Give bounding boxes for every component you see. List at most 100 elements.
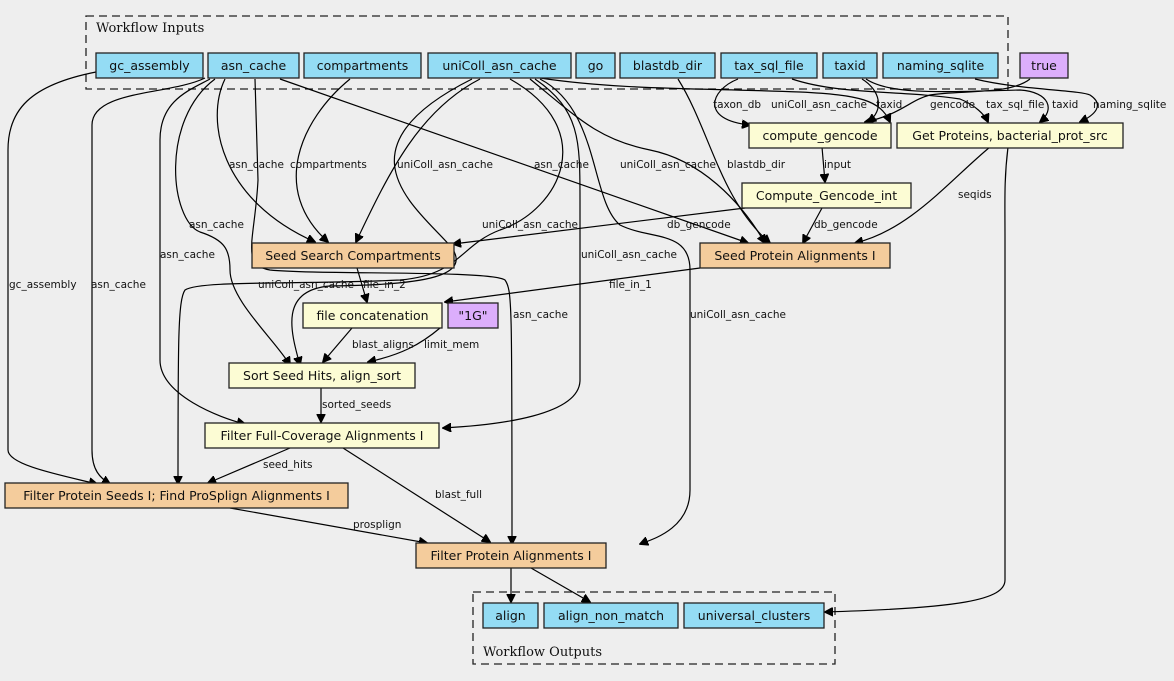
edge-label: uniColl_asn_cache: [258, 279, 354, 291]
edge-filter_full-filter_protein: [342, 447, 490, 542]
edge-gc_assembly: [7, 71, 97, 484]
edge-seed_search-file_concat: [356, 267, 367, 302]
edge-true-compute_gencode: [865, 78, 1031, 122]
svg-text:gc_assembly: gc_assembly: [109, 58, 190, 73]
node-seed_protein[interactable]: Seed Protein Alignments I: [699, 242, 891, 269]
svg-text:Filter Full-Coverage Alignment: Filter Full-Coverage Alignments I: [221, 428, 424, 443]
svg-text:Sort Seed Hits, align_sort: Sort Seed Hits, align_sort: [243, 368, 401, 383]
nodes: gc_assembly asn_cache compartments uniCo…: [4, 52, 1124, 629]
node-align[interactable]: align: [482, 602, 539, 629]
edge-label: seqids: [958, 189, 992, 201]
edge-label: blastdb_dir: [727, 159, 786, 171]
node-asn_cache[interactable]: asn_cache: [207, 52, 300, 79]
node-1G-constant[interactable]: "1G": [447, 302, 499, 329]
node-compartments[interactable]: compartments: [303, 52, 422, 79]
svg-text:"1G": "1G": [458, 308, 487, 323]
node-naming_sqlite[interactable]: naming_sqlite: [882, 52, 999, 79]
edge-1G-sort_seed: [368, 327, 441, 362]
edge-int-seed_protein: [803, 207, 823, 243]
edge-uniColl-seed_search: [356, 78, 481, 242]
node-compute_gencode[interactable]: compute_gencode: [748, 122, 892, 149]
edge-label: file_in_2: [363, 279, 406, 291]
edge-uniColl-filter_protein: [539, 78, 691, 544]
svg-text:compartments: compartments: [317, 58, 409, 73]
node-seed_search[interactable]: Seed Search Compartments: [251, 242, 455, 269]
edge-label: blast_full: [435, 489, 482, 501]
edge-label: limit_mem: [424, 339, 479, 351]
edge-label: asn_cache: [160, 249, 215, 261]
edge-file_concat-sort_seed: [323, 327, 353, 362]
node-gc_assembly[interactable]: gc_assembly: [95, 52, 204, 79]
node-file_concatenation[interactable]: file concatenation: [302, 302, 443, 329]
edge-label: uniColl_asn_cache: [397, 159, 493, 171]
svg-text:file concatenation: file concatenation: [316, 308, 428, 323]
edge-label: sorted_seeds: [322, 399, 391, 411]
edge-label: compartments: [290, 159, 367, 171]
edge-label: uniColl_asn_cache: [581, 249, 677, 261]
node-true-constant[interactable]: true: [1019, 52, 1069, 79]
svg-text:universal_clusters: universal_clusters: [698, 608, 810, 623]
cluster-workflow-inputs: Workflow Inputs: [85, 15, 1009, 90]
svg-text:compute_gencode: compute_gencode: [762, 128, 877, 143]
edge-get_proteins-seed_protein: [855, 146, 991, 243]
edge-label: asn_cache: [513, 309, 568, 321]
edge-label: taxid: [1052, 99, 1078, 111]
node-tax_sql_file[interactable]: tax_sql_file: [720, 52, 818, 79]
node-compute_gencode_int[interactable]: Compute_Gencode_int: [741, 182, 912, 209]
edge-blastdb_dir: [677, 78, 770, 243]
edge-label: db_gencode: [814, 219, 878, 231]
node-filter_protein_seeds[interactable]: Filter Protein Seeds I; Find ProSplign A…: [4, 482, 349, 509]
svg-text:uniColl_asn_cache: uniColl_asn_cache: [442, 58, 557, 73]
edge-naming_sqlite: [974, 78, 1098, 122]
edge-compartments: [295, 78, 351, 242]
edge-label: asn_cache: [189, 219, 244, 231]
svg-text:Filter Protein Alignments I: Filter Protein Alignments I: [431, 548, 592, 563]
edge-label: db_gencode: [667, 219, 731, 231]
edge-label: gencode: [930, 99, 975, 111]
edge-int-seed_search: [453, 207, 746, 244]
edge-filter_protein-align_non_match: [530, 567, 590, 602]
cluster-label-inputs: Workflow Inputs: [96, 21, 204, 36]
svg-text:naming_sqlite: naming_sqlite: [897, 58, 985, 73]
node-get_proteins[interactable]: Get Proteins, bacterial_prot_src: [896, 122, 1124, 149]
node-uniColl_asn_cache[interactable]: uniColl_asn_cache: [427, 52, 572, 79]
edge-get_proteins-universal_clusters: [825, 146, 1009, 612]
edge-label: taxid: [876, 99, 902, 111]
edge-label: prosplign: [353, 519, 401, 531]
edge-filter_full-filter_seeds: [208, 447, 291, 483]
node-universal_clusters[interactable]: universal_clusters: [683, 602, 825, 629]
edge-label: uniColl_asn_cache: [482, 219, 578, 231]
node-filter_protein_alignments[interactable]: Filter Protein Alignments I: [415, 542, 607, 569]
edge-tax_sql_file-get_proteins: [791, 78, 988, 122]
svg-text:Seed Search Compartments: Seed Search Compartments: [265, 248, 441, 263]
edge-label: file_in_1: [609, 279, 652, 291]
node-filter_full_coverage[interactable]: Filter Full-Coverage Alignments I: [204, 422, 440, 449]
edge-taxid-get_proteins: [865, 78, 1048, 122]
cluster-workflow-outputs: Workflow Outputs: [472, 591, 836, 665]
node-blastdb_dir[interactable]: blastdb_dir: [619, 52, 716, 79]
svg-text:true: true: [1031, 58, 1057, 73]
node-sort_seed_hits[interactable]: Sort Seed Hits, align_sort: [228, 362, 416, 389]
node-align_non_match[interactable]: align_non_match: [543, 602, 679, 629]
node-taxid[interactable]: taxid: [822, 52, 878, 79]
svg-text:go: go: [588, 58, 604, 73]
svg-text:asn_cache: asn_cache: [221, 58, 287, 73]
node-go[interactable]: go: [575, 52, 616, 79]
svg-text:Seed Protein Alignments I: Seed Protein Alignments I: [714, 248, 875, 263]
edge-label: uniColl_asn_cache: [771, 99, 867, 111]
edge-asn_cache-seed_protein: [279, 78, 748, 243]
svg-text:Filter Protein Seeds I; Find P: Filter Protein Seeds I; Find ProSplign A…: [23, 488, 330, 503]
edge-seed_protein-file_concat: [445, 267, 701, 302]
edge-label: tax_sql_file: [986, 99, 1044, 111]
cluster-label-outputs: Workflow Outputs: [483, 645, 602, 660]
edge-label: blast_aligns: [352, 339, 414, 351]
edge-asn_cache-sort_seed: [175, 78, 290, 365]
edge-compute_gencode-int: [822, 146, 825, 182]
edge-label: uniColl_asn_cache: [690, 309, 786, 321]
edge-asn_cache-filter_seeds: [91, 77, 206, 484]
edge-uniColl-filter_full: [443, 78, 581, 428]
svg-text:blastdb_dir: blastdb_dir: [633, 58, 703, 73]
svg-text:Get Proteins, bacterial_prot_s: Get Proteins, bacterial_prot_src: [912, 128, 1108, 143]
edge-filter_seeds-filter_protein: [229, 507, 427, 543]
